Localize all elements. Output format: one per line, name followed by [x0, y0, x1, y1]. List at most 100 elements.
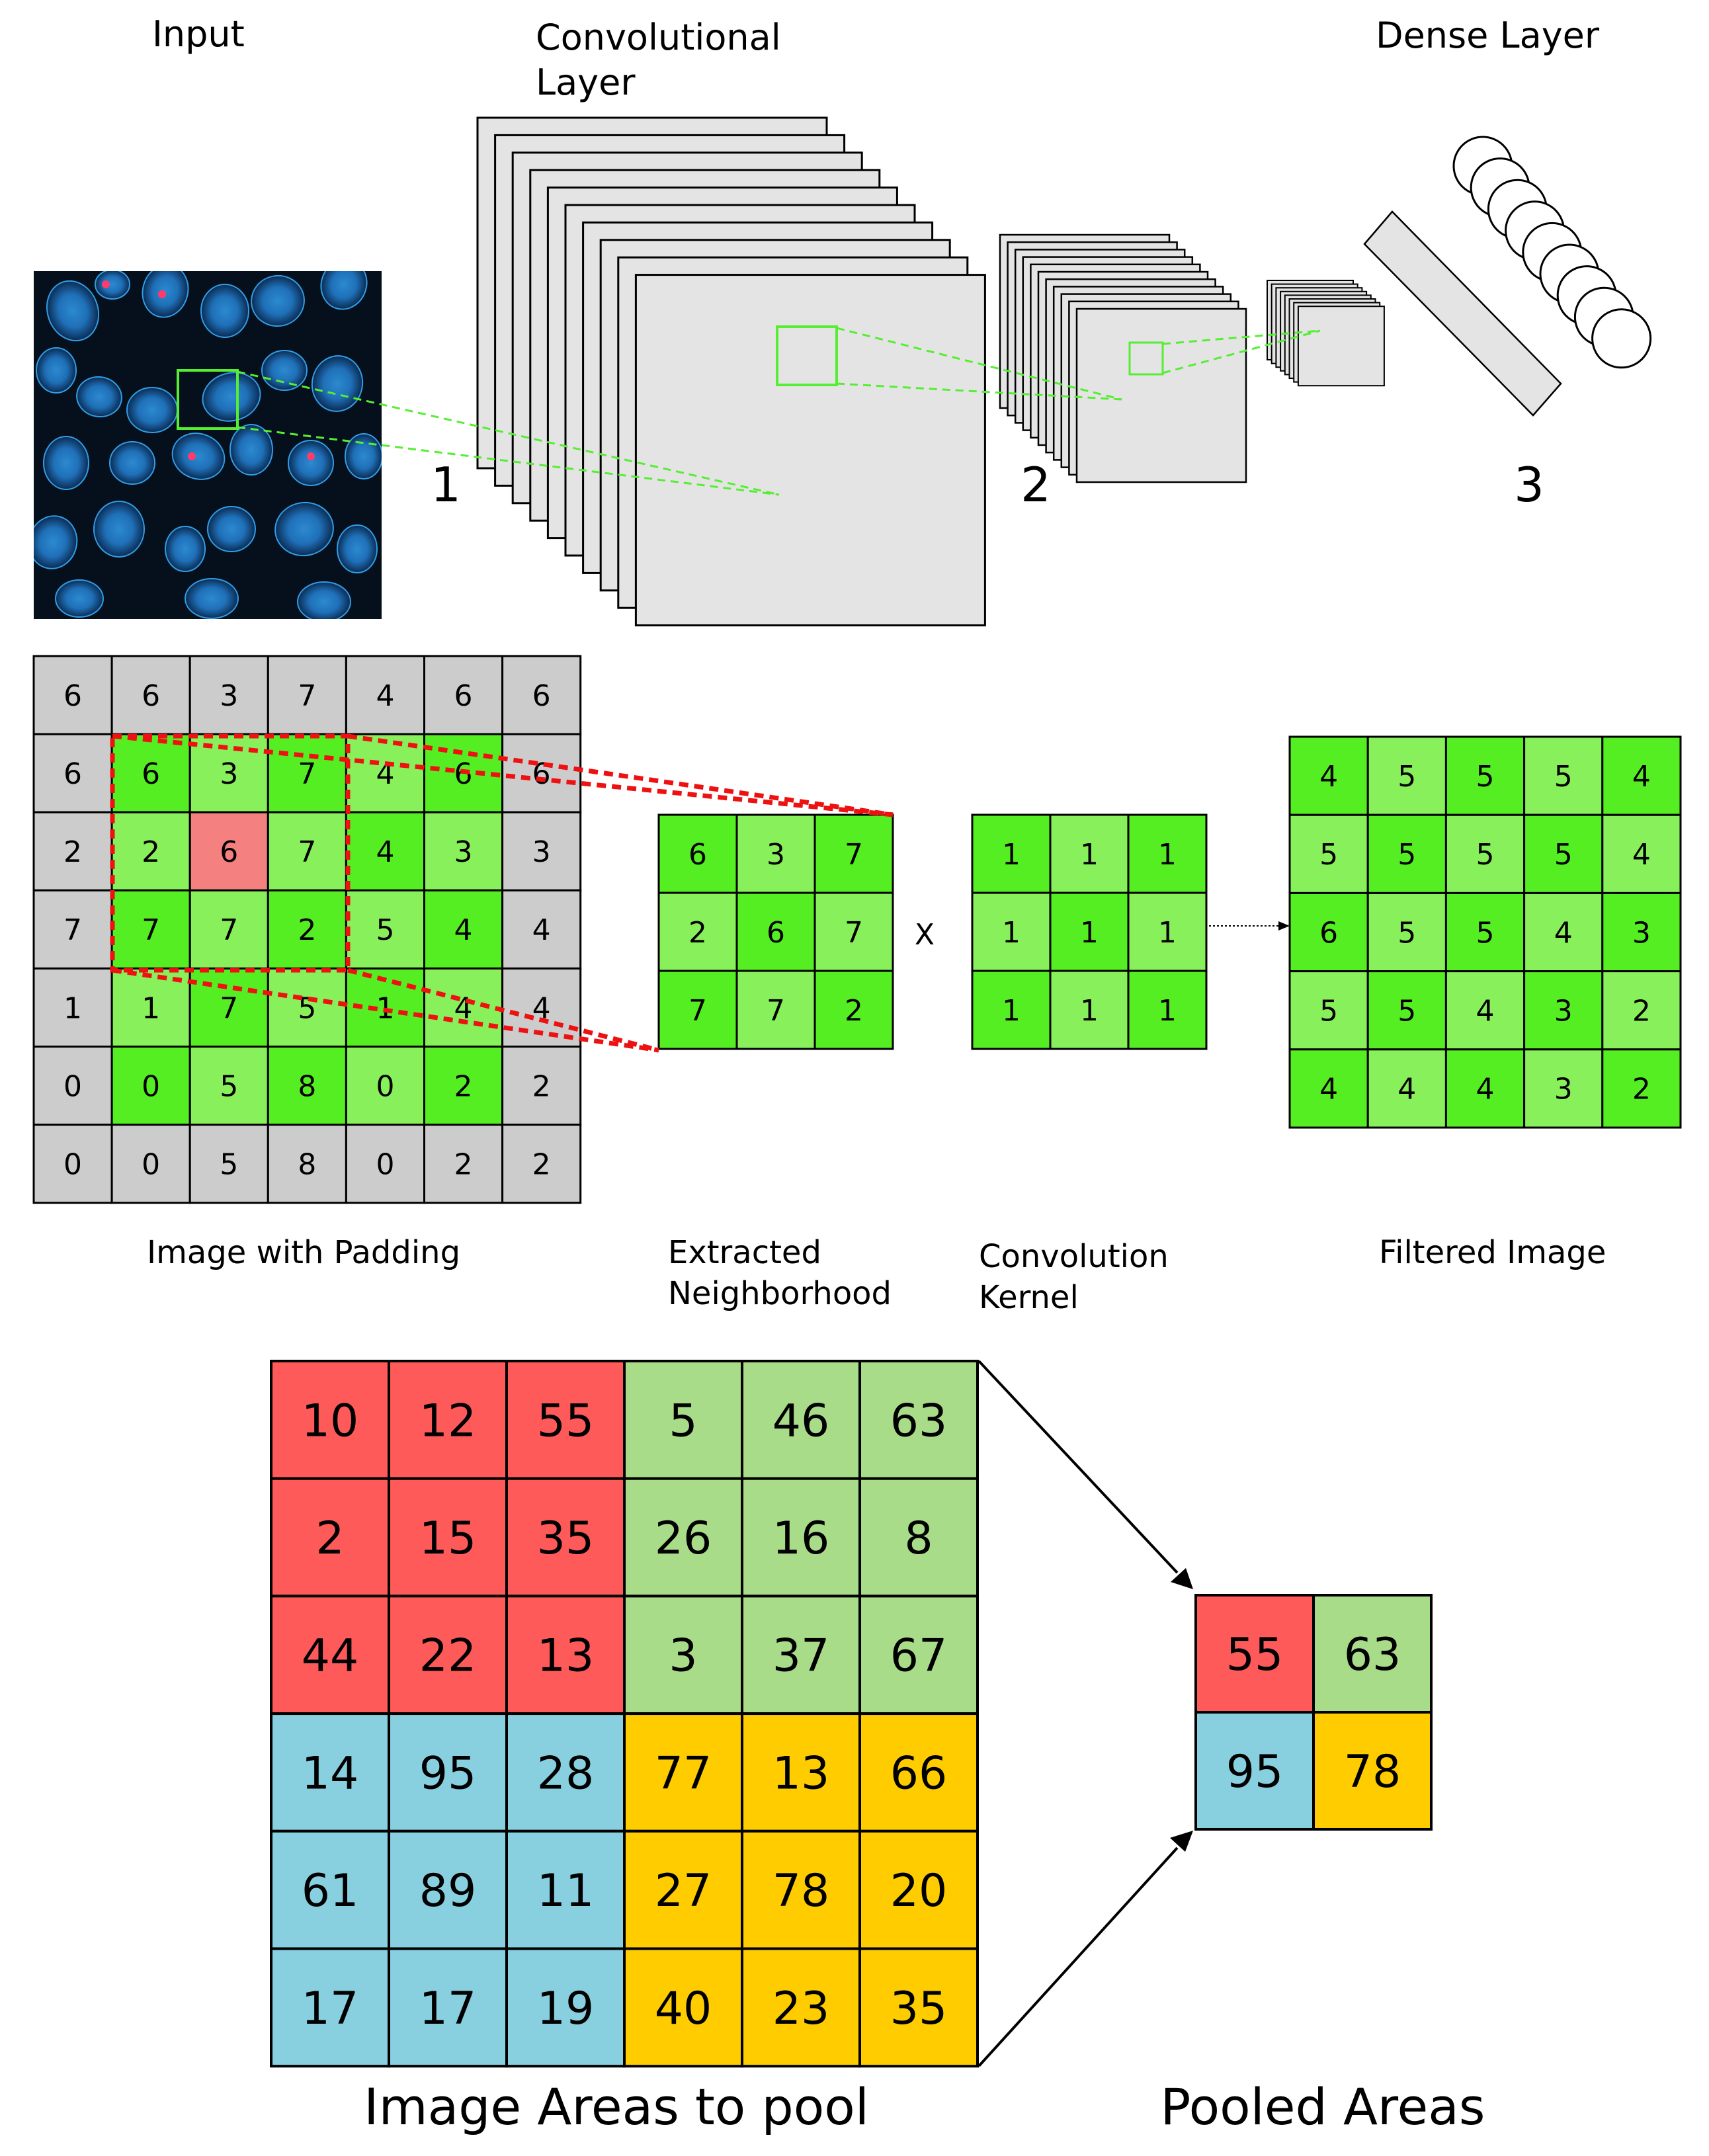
- cell-value: 2: [454, 1147, 473, 1181]
- cell-value: 4: [454, 913, 473, 947]
- grid-cell: [188, 655, 269, 735]
- cell-value: 1: [1158, 916, 1177, 950]
- grid-cell: [1523, 735, 1604, 816]
- cell-value: 8: [298, 1147, 316, 1181]
- cell-value: 61: [302, 1865, 359, 1917]
- cell-value: 5: [1476, 838, 1495, 872]
- cell-nucleus: [345, 433, 382, 479]
- cell-value: 2: [688, 916, 707, 950]
- grid-cell: [188, 1046, 269, 1126]
- grid-cell: [270, 1829, 390, 1950]
- cell-value: 1: [142, 991, 160, 1025]
- dense-layer-label: Dense Layer: [1376, 15, 1600, 56]
- grid-cell: [1601, 970, 1682, 1051]
- cell-value: 13: [772, 1747, 830, 1800]
- fluorescent-spot: [188, 452, 196, 460]
- cell-value: 23: [772, 1983, 830, 2035]
- grid-cell: [1601, 891, 1682, 973]
- cell-nucleus: [76, 376, 122, 418]
- grid-cell: [388, 1595, 508, 1716]
- pooling-arrows: [978, 1360, 1193, 2067]
- grid-cell: [1312, 1594, 1433, 1714]
- cell-value: 4: [1476, 995, 1495, 1028]
- cell-value: 4: [1632, 760, 1651, 794]
- grid-cell: [388, 1712, 508, 1833]
- feature-map: [1297, 306, 1385, 387]
- fluorescent-spot: [307, 452, 315, 460]
- cell-value: 7: [688, 994, 707, 1028]
- cell-value: 5: [220, 1147, 238, 1181]
- grid-cell: [623, 1595, 743, 1716]
- neighborhood-label-line2: Neighborhood: [668, 1275, 892, 1312]
- cell-value: 2: [532, 1147, 551, 1181]
- cell-value: 0: [63, 1147, 82, 1181]
- kernel-label-line1: Convolution: [979, 1238, 1169, 1275]
- flatten-layer: [1363, 210, 1562, 417]
- grid-cell: [1288, 735, 1369, 816]
- cell-value: 4: [1319, 760, 1338, 794]
- grid-cell: [267, 889, 347, 970]
- cell-nucleus: [34, 515, 78, 569]
- cell-value: 1: [63, 991, 82, 1025]
- cell-nucleus: [93, 501, 145, 558]
- cell-value: 22: [419, 1630, 477, 1682]
- cell-nucleus: [311, 355, 364, 412]
- pool-grid-label: Image Areas to pool: [364, 2077, 869, 2136]
- conv-layer-2-feature-maps: [999, 233, 1247, 483]
- cell-value: 0: [376, 1069, 394, 1103]
- grid-cell: [505, 1947, 626, 2068]
- cell-value: 1: [1002, 994, 1021, 1028]
- cell-value: 10: [302, 1395, 359, 1447]
- cell-value: 1: [1002, 916, 1021, 950]
- cell-value: 7: [220, 991, 238, 1025]
- cell-value: 1: [1158, 838, 1177, 872]
- cell-nucleus: [251, 274, 305, 327]
- multiply-symbol: X: [915, 918, 935, 952]
- conv-layer-label-line2: Layer: [536, 62, 636, 103]
- cell-value: 11: [537, 1865, 595, 1917]
- cell-value: 1: [1080, 994, 1099, 1028]
- grid-cell: [1444, 1048, 1526, 1129]
- cell-nucleus: [126, 387, 178, 433]
- cell-nucleus: [46, 280, 100, 342]
- grid-cell: [1288, 813, 1369, 894]
- grid-cell: [623, 1360, 743, 1480]
- cell-value: 5: [1397, 760, 1416, 794]
- cell-value: 6: [688, 838, 707, 872]
- grid-cell: [1049, 813, 1130, 894]
- grid-cell: [267, 811, 347, 891]
- grid-cell: [813, 813, 894, 894]
- cell-value: 2: [315, 1513, 344, 1565]
- cell-value: 5: [1319, 995, 1338, 1028]
- grid-cell: [32, 967, 113, 1048]
- grid-cell: [1366, 970, 1447, 1051]
- neuron: [1591, 308, 1652, 369]
- grid-cell: [32, 733, 113, 813]
- cell-value: 5: [1476, 916, 1495, 950]
- cell-value: 12: [419, 1395, 477, 1447]
- grid-cell: [1523, 1048, 1604, 1129]
- cell-nucleus: [288, 440, 334, 486]
- cell-value: 2: [1632, 995, 1651, 1028]
- filtered-image-label: Filtered Image: [1379, 1234, 1606, 1271]
- cell-value: 4: [1632, 838, 1651, 872]
- feature-map: [634, 274, 986, 627]
- pooled-areas-label: Pooled Areas: [1161, 2077, 1485, 2136]
- cell-value: 6: [142, 679, 160, 713]
- cell-nucleus: [165, 526, 206, 572]
- cell-value: 6: [63, 679, 82, 713]
- input-microscopy-image: [34, 271, 382, 619]
- grid-cell: [32, 1046, 113, 1126]
- cell-value: 66: [890, 1747, 948, 1800]
- grid-cell: [858, 1360, 979, 1480]
- cell-nucleus: [142, 271, 189, 318]
- conv-layer-1-feature-maps: [476, 116, 986, 627]
- cell-value: 6: [454, 757, 473, 791]
- step-number-1: 1: [431, 457, 461, 513]
